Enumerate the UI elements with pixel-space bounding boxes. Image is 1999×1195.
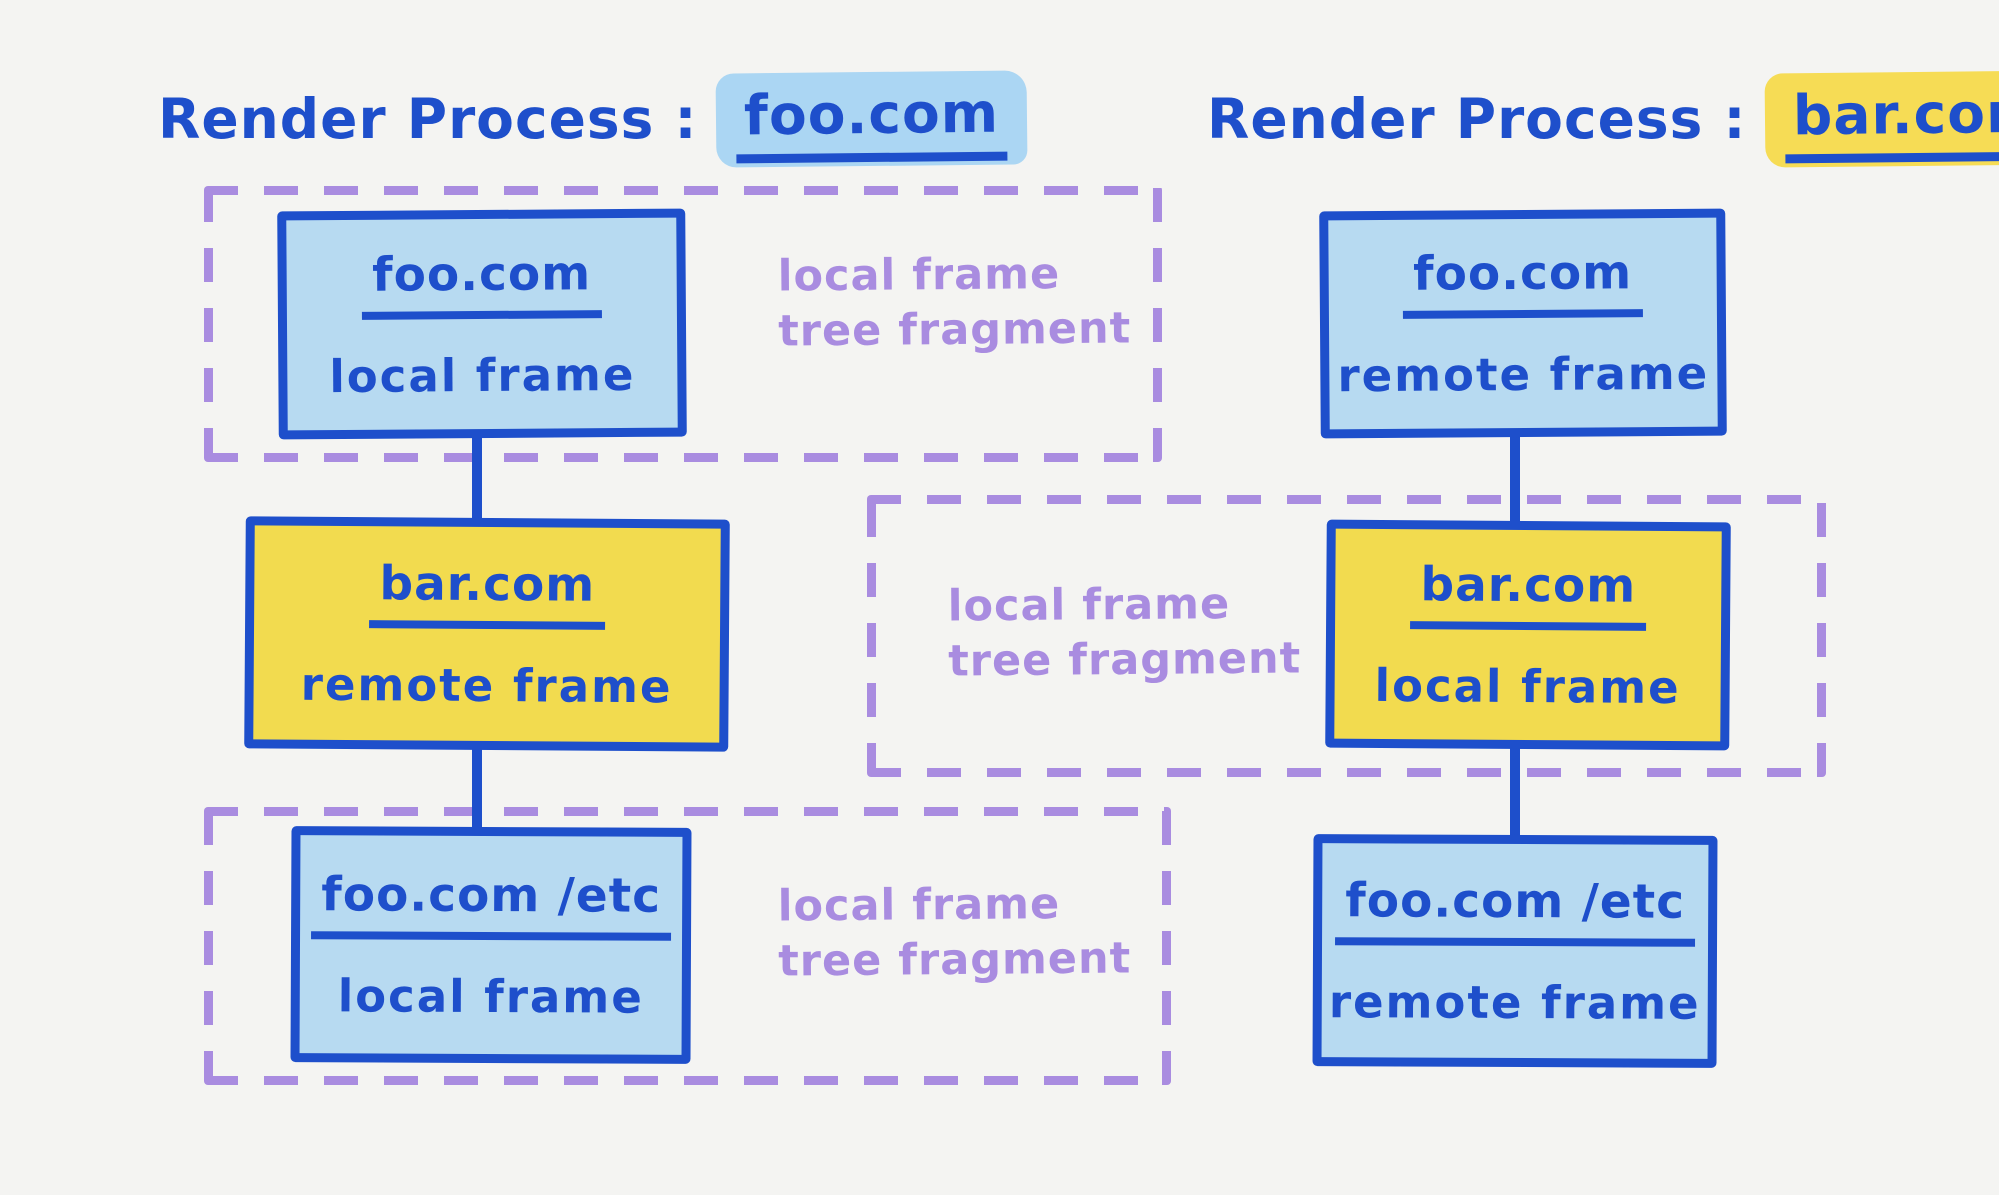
fragment-label-line2: tree fragment	[778, 933, 1132, 987]
frame-node-fooetc-remote: foo.com /etc remote frame	[1312, 834, 1718, 1068]
frame-node-foo-remote: foo.com remote frame	[1319, 208, 1727, 439]
fragment-label-line2: tree fragment	[948, 633, 1302, 687]
fragment-label-left-top: local frame tree fragment	[778, 246, 1132, 359]
title-domain: bar.com	[1784, 80, 1999, 164]
fragment-label-line1: local frame	[947, 579, 1231, 632]
node-role: local frame	[1374, 658, 1681, 714]
title-domain-highlight-blue: foo.com	[715, 70, 1028, 168]
node-domain: bar.com	[369, 555, 606, 630]
render-process-title-bar: Render Process : bar.com	[1207, 70, 1999, 168]
node-role: remote frame	[1328, 974, 1701, 1030]
fragment-label-line1: local frame	[777, 249, 1061, 302]
title-prefix: Render Process :	[1207, 87, 1747, 151]
node-domain: foo.com	[1402, 245, 1643, 319]
connector-line	[1510, 433, 1520, 529]
node-domain: bar.com	[1410, 556, 1647, 631]
fragment-label-left-bottom: local frame tree fragment	[778, 876, 1132, 989]
frame-node-bar-local: bar.com local frame	[1325, 519, 1731, 751]
fragment-label-line1: local frame	[777, 879, 1061, 932]
render-process-title-foo: Render Process : foo.com	[158, 70, 1028, 168]
fragment-label-right: local frame tree fragment	[948, 576, 1302, 689]
connector-line	[1510, 741, 1520, 841]
node-role: remote frame	[300, 657, 673, 713]
title-domain: foo.com	[735, 80, 1008, 164]
connector-line	[472, 744, 482, 834]
frame-node-bar-remote: bar.com remote frame	[244, 516, 730, 752]
connector-line	[472, 434, 482, 526]
frame-node-foo-local: foo.com local frame	[277, 208, 687, 440]
node-domain: foo.com	[361, 245, 602, 320]
node-role: local frame	[337, 968, 644, 1024]
frame-node-fooetc-local: foo.com /etc local frame	[290, 826, 692, 1064]
fragment-label-line2: tree fragment	[778, 303, 1132, 357]
node-role: local frame	[329, 347, 636, 403]
title-prefix: Render Process :	[158, 87, 698, 151]
node-domain: foo.com /etc	[1335, 872, 1696, 947]
node-role: remote frame	[1337, 346, 1710, 403]
title-domain-highlight-yellow: bar.com	[1764, 70, 1999, 168]
node-domain: foo.com /etc	[311, 866, 672, 941]
